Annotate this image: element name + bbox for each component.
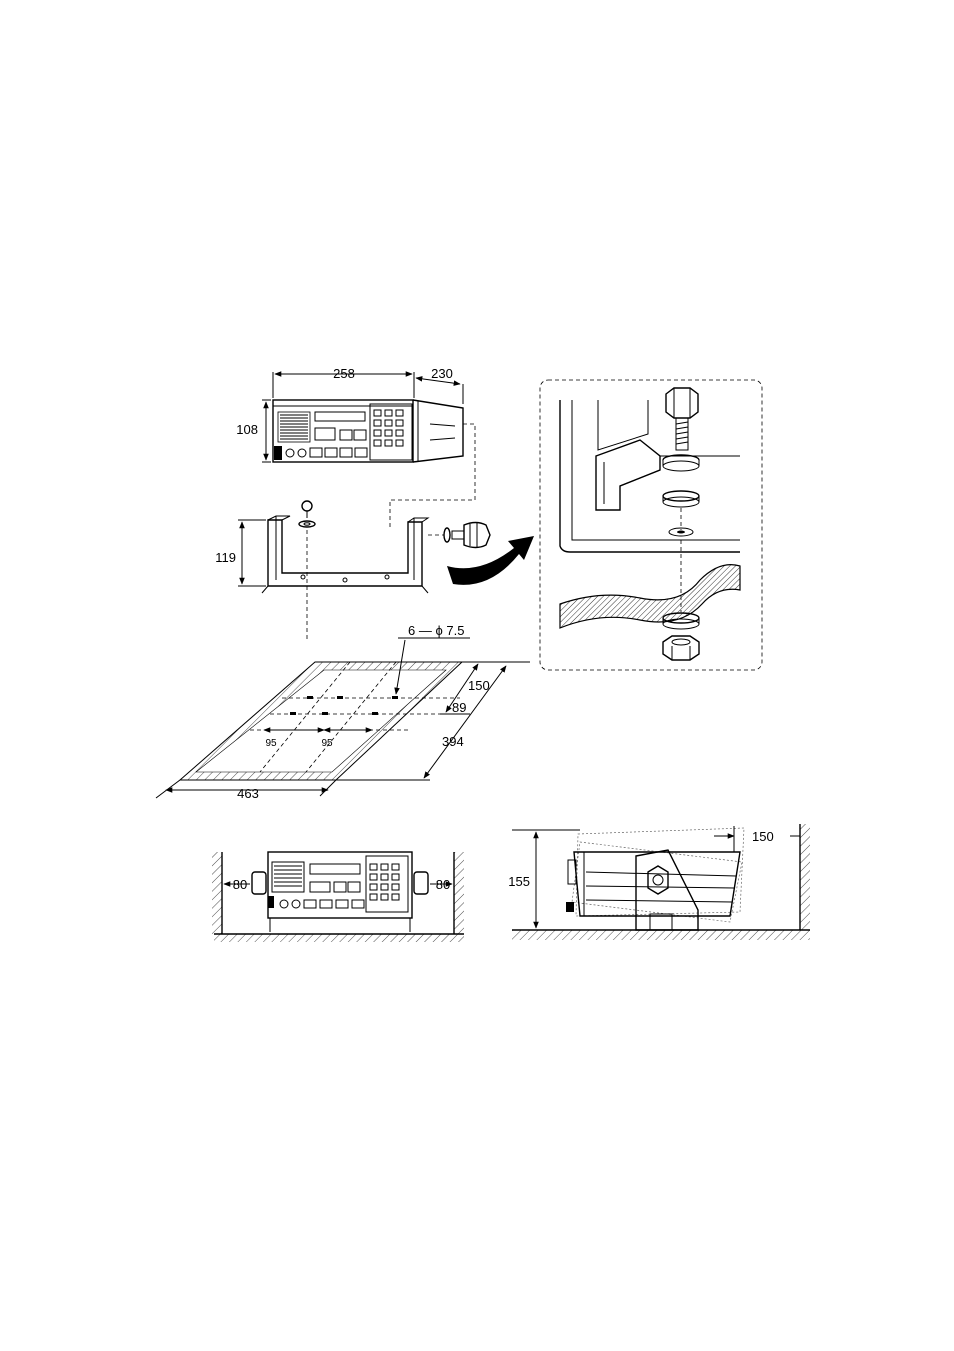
height-dimension: 108 <box>236 422 258 437</box>
bracket-height-dimension: 119 <box>215 550 236 565</box>
holes-callout: 6 — ϕ 7.5 <box>408 623 464 638</box>
area-depth-dimension: 394 <box>442 734 464 749</box>
screw-icon <box>298 500 316 640</box>
front-view: 80 80 <box>212 851 464 942</box>
area-width-dimension: 463 <box>237 786 259 801</box>
side-clearance-right: 80 <box>436 877 450 892</box>
hole-spacing-a: 95 <box>265 738 277 749</box>
mounting-bracket-icon <box>261 515 430 594</box>
bolt-icon <box>665 387 699 451</box>
transceiver-icon <box>267 851 413 932</box>
width-dimension: 258 <box>333 366 355 381</box>
mounting-knob-icon <box>428 521 491 549</box>
depth-dimension: 230 <box>431 366 453 381</box>
curved-arrow-icon <box>447 536 534 585</box>
tilt-height-dimension: 155 <box>508 874 530 889</box>
detail-inset <box>539 379 763 671</box>
rear-clearance-dimension: 150 <box>752 829 774 844</box>
offset-dimension: 150 <box>468 678 490 693</box>
hex-nut-icon <box>662 635 700 661</box>
transceiver-icon <box>272 399 476 530</box>
hole-row-dimension: 89 <box>452 700 466 715</box>
side-clearance-left: 80 <box>233 877 247 892</box>
hole-spacing-b: 95 <box>321 738 333 749</box>
mounting-footprint <box>178 661 464 781</box>
side-view: 155 150 <box>508 824 810 940</box>
